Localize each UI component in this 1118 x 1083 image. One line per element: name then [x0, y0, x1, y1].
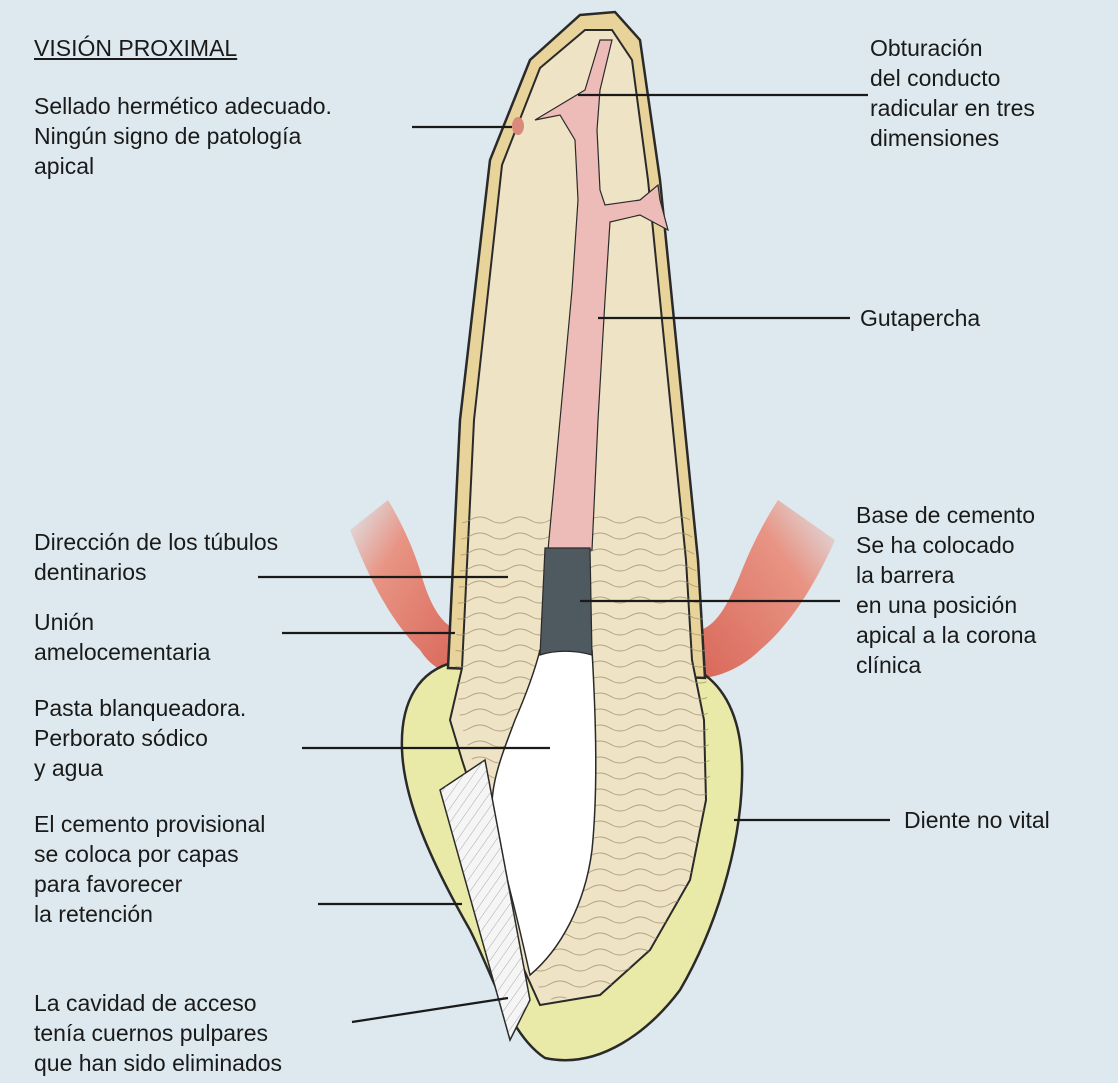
- label-base-cemento: Base de cemento Se ha colocado la barrer…: [856, 500, 1036, 680]
- label-gutapercha: Gutapercha: [860, 303, 980, 333]
- diagram-title: VISIÓN PROXIMAL: [34, 33, 237, 63]
- gingiva-right: [700, 500, 835, 678]
- label-sellado: Sellado hermético adecuado. Ningún signo…: [34, 91, 332, 181]
- label-pasta: Pasta blanqueadora. Perborato sódico y a…: [34, 693, 246, 783]
- label-cavidad: La cavidad de acceso tenía cuernos pulpa…: [34, 988, 282, 1078]
- gingiva-left: [350, 500, 458, 672]
- label-union: Unión amelocementaria: [34, 607, 210, 667]
- leader-cavidad: [352, 998, 508, 1022]
- label-obturacion: Obturación del conducto radicular en tre…: [870, 33, 1035, 153]
- label-tubulos: Dirección de los túbulos dentinarios: [34, 527, 278, 587]
- label-cemento-provisional: El cemento provisional se coloca por cap…: [34, 809, 265, 929]
- label-diente: Diente no vital: [904, 805, 1050, 835]
- apical-seal-mark: [512, 117, 524, 135]
